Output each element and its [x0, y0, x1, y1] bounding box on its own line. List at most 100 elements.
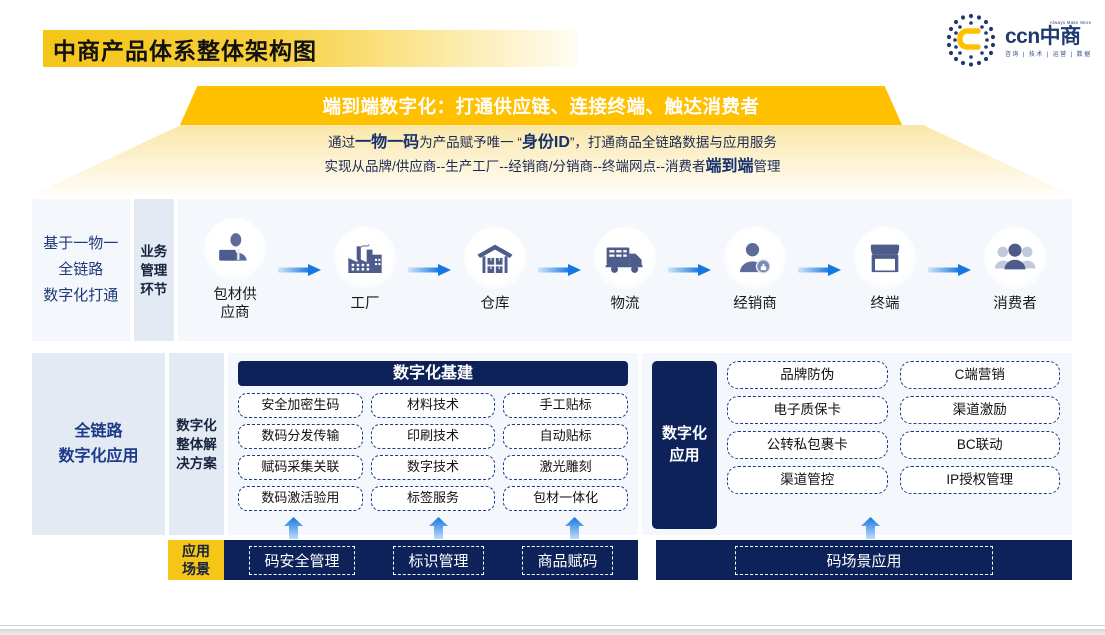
supply-chain-flow: 包材供 应商 [178, 199, 1072, 341]
application-panel-badge: 数字化 应用 [652, 361, 717, 529]
chain-node-label: 仓库 [480, 296, 510, 312]
logo-tagline: Always Make More [1049, 20, 1092, 26]
up-arrow-icon [284, 517, 303, 539]
up-arrow-icon [861, 517, 880, 539]
logo-services: 咨询 | 技术 | 运营 | 数据 [1005, 51, 1092, 58]
right-arrow-icon [538, 263, 582, 277]
row1-side-label-line1: 基于一物一 [43, 235, 119, 252]
chain-node-label: 终端 [870, 296, 900, 312]
application-chip[interactable]: 渠道管控 [727, 466, 888, 494]
truck-icon [594, 227, 656, 289]
chain-node-terminal[interactable]: 终端 [842, 227, 928, 313]
application-scenario-label: 应用 场景 [168, 540, 224, 580]
scenario-chip[interactable]: 码场景应用 [735, 545, 993, 575]
application-chip[interactable]: 电子质保卡 [727, 396, 888, 424]
infrastructure-chip[interactable]: 数码激活验用 [238, 486, 363, 511]
infrastructure-chip[interactable]: 印刷技术 [370, 424, 496, 449]
scenario-chip[interactable]: 标识管理 [393, 545, 484, 575]
dealer-person-icon [724, 227, 786, 289]
left-scenario-bar: 码安全管理 标识管理 商品赋码 [224, 540, 638, 580]
infrastructure-chip[interactable]: 标签服务 [370, 486, 496, 511]
right-arrow-icon [798, 263, 842, 277]
chain-node-factory[interactable]: 工厂 [322, 227, 408, 313]
infrastructure-chip[interactable]: 赋码采集关联 [238, 455, 363, 480]
desc1-mid: 为产品赋予唯一 “ [419, 135, 522, 150]
ccn-dot-matrix-c-logo-icon [943, 11, 999, 67]
scenario-chip[interactable]: 码安全管理 [249, 545, 355, 575]
infrastructure-chip[interactable]: 自动贴标 [503, 424, 628, 449]
supplier-label-line2: 应商 [220, 305, 250, 321]
chain-node-dealer[interactable]: 经销商 [712, 227, 798, 313]
storefront-icon [854, 227, 916, 289]
row2-side-label: 全链路 数字化应用 [32, 353, 165, 535]
desc1-bold-1: 一物一码 [355, 134, 420, 151]
infrastructure-chip[interactable]: 安全加密生码 [238, 393, 363, 418]
row1-side-label-line2: 全链路 [58, 261, 104, 278]
infrastructure-chip[interactable]: 数字技术 [370, 455, 496, 480]
chain-node-supplier[interactable]: 包材供 应商 [192, 218, 278, 322]
chain-node-label: 经销商 [733, 296, 777, 312]
right-arrow-icon [928, 263, 972, 277]
infrastructure-chip[interactable]: 手工贴标 [503, 393, 628, 418]
logo-name: ccn中商 [1005, 24, 1081, 48]
description-line-1: 通过一物一码为产品赋予唯一 “身份ID”，打通商品全链路数据与应用服务 [0, 131, 1105, 155]
page-title: 中商产品体系整体架构图 [53, 37, 317, 64]
chain-node-label: 消费者 [993, 296, 1037, 312]
funnel-shape [32, 125, 1072, 195]
chain-node-label: 工厂 [350, 296, 380, 312]
row1-section-label: 业务 管理 环节 [133, 199, 174, 341]
application-chip[interactable]: IP授权管理 [899, 466, 1060, 494]
right-scenario-bar: 码场景应用 [656, 540, 1072, 580]
chain-node-consumer[interactable]: 消费者 [972, 227, 1058, 313]
row1-section-label-line2: 管理 [140, 262, 168, 278]
right-arrow-icon [668, 263, 712, 277]
row2-section-label: 数字化 整体解 决方案 [169, 353, 224, 535]
row1-section-label-line1: 业务 [140, 243, 168, 259]
application-badge-line2: 应用 [669, 447, 700, 464]
infrastructure-chip[interactable]: 包材一体化 [503, 486, 628, 511]
factory-icon [334, 227, 396, 289]
application-chip[interactable]: C端营销 [899, 361, 1060, 389]
application-chip[interactable]: 公转私包裹卡 [727, 431, 888, 459]
infrastructure-chip[interactable]: 材料技术 [370, 393, 496, 418]
desc2-post: 管理 [753, 159, 781, 174]
up-arrow-icon [429, 517, 448, 539]
brand-logo: Always Make More ccn中商 咨询 | 技术 | 运营 | 数据 [943, 10, 1093, 68]
infrastructure-chip-grid: 安全加密生码 材料技术 手工贴标 数码分发传输 印刷技术 自动贴标 赋码采集关联… [238, 393, 628, 511]
row1-side-label: 基于一物一 全链路 数字化打通 [32, 199, 130, 341]
application-chip[interactable]: BC联动 [899, 431, 1060, 459]
row2-section-label-line2: 整体解 [176, 436, 217, 452]
chain-node-warehouse[interactable]: 仓库 [452, 227, 538, 313]
chain-node-label: 物流 [610, 296, 640, 312]
desc1-bold-2: 身份ID [521, 134, 570, 151]
scenario-chip[interactable]: 商品赋码 [522, 545, 613, 575]
infrastructure-chip[interactable]: 数码分发传输 [238, 424, 363, 449]
desc2-bold-1: 端到端 [705, 158, 754, 175]
up-arrow-icon [565, 517, 584, 539]
application-chip[interactable]: 品牌防伪 [727, 361, 888, 389]
application-badge-line1: 数字化 [661, 425, 707, 442]
chain-node-label: 包材供 应商 [213, 286, 257, 322]
supplier-person-icon [204, 218, 266, 280]
description-line-2: 实现从品牌/供应商--生产工厂--经销商/分销商--终端网点--消费者端到端管理 [0, 155, 1105, 179]
right-up-arrows-group [656, 517, 1072, 539]
description-block: 通过一物一码为产品赋予唯一 “身份ID”，打通商品全链路数据与应用服务 实现从品… [0, 131, 1105, 179]
infrastructure-panel-header: 数字化基建 [238, 361, 628, 386]
row2-section-label-line1: 数字化 [176, 417, 217, 433]
chain-node-logistics[interactable]: 物流 [582, 227, 668, 313]
application-chip[interactable]: 渠道激励 [899, 396, 1060, 424]
row1-section-label-line3: 环节 [140, 281, 168, 297]
row2-side-label-line2: 数字化应用 [58, 448, 139, 465]
infrastructure-chip[interactable]: 激光雕刻 [503, 455, 628, 480]
scenario-label-line2: 场景 [182, 561, 210, 577]
digital-application-row: 全链路 数字化应用 数字化 整体解 决方案 数字化基建 安全加密生码 材料技术 … [32, 353, 1072, 535]
right-arrow-icon [278, 263, 322, 277]
desc2-pre: 实现从品牌/供应商--生产工厂--经销商/分销商--终端网点--消费者 [324, 159, 706, 174]
application-panel: 数字化 应用 品牌防伪 C端营销 电子质保卡 渠道激励 公转私包裹卡 BC联动 … [642, 353, 1072, 535]
scenario-label-line1: 应用 [182, 543, 210, 559]
desc1-post: ”，打通商品全链路数据与应用服务 [569, 135, 777, 150]
consumers-group-icon [984, 227, 1046, 289]
page-title-bar: 中商产品体系整体架构图 [43, 30, 578, 67]
footer-divider [0, 625, 1105, 635]
